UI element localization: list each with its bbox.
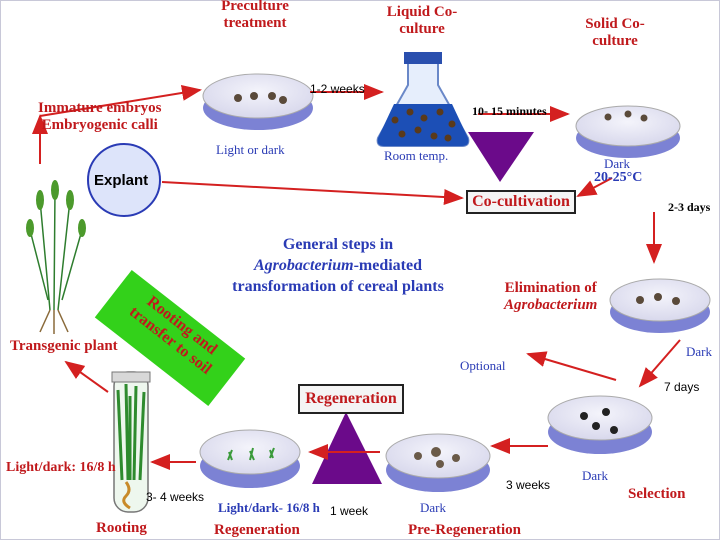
label-preculture: Preculture treatment — [221, 0, 289, 31]
dish-selection — [547, 395, 653, 454]
triangle-regeneration — [312, 412, 382, 484]
cocultivation-box: Co-cultivation — [466, 190, 576, 214]
transgenic-plant — [26, 180, 86, 334]
label-3-weeks: 3 weeks — [506, 478, 551, 492]
label-selection: Selection — [628, 486, 686, 502]
label-dark-3: Dark — [582, 468, 608, 483]
explant-label: Explant — [94, 172, 149, 189]
dish-preregeneration — [385, 433, 491, 492]
label-rooting: Rooting — [96, 520, 147, 536]
label-liquid: Liquid Co-culture — [386, 4, 458, 37]
flask — [376, 52, 470, 147]
label-light-dark-regen: Light/dark- 16/8 h — [218, 500, 320, 515]
label-temp: 20-25°C — [594, 170, 643, 185]
rooting-transfer-box — [94, 270, 246, 406]
label-dark-4: Dark — [420, 500, 446, 515]
label-3-4-weeks: 3- 4 weeks — [146, 490, 205, 504]
label-2-3-days: 2-3 days — [668, 200, 711, 214]
triangle-cocultivation — [468, 132, 534, 182]
dish-solid — [575, 105, 681, 158]
regeneration-box: Regeneration — [298, 384, 404, 414]
label-transgenic: Transgenic plant — [10, 338, 118, 354]
arrows — [32, 84, 681, 470]
label-solid: Solid Co-culture — [585, 16, 645, 49]
dish-regeneration — [199, 429, 301, 488]
test-tube — [111, 371, 151, 513]
label-7-days: 7 days — [664, 380, 700, 394]
label-regeneration: Regeneration — [214, 522, 300, 538]
label-dark-1: Dark — [604, 156, 630, 171]
label-1-week: 1 week — [330, 504, 369, 518]
label-dark-2: Dark — [686, 344, 712, 359]
label-optional: Optional — [460, 358, 506, 373]
dish-preculture — [202, 73, 314, 130]
explant-circle — [87, 143, 161, 217]
label-light-or-dark: Light or dark — [216, 142, 285, 157]
label-1-2-weeks: 1-2 weeks — [310, 82, 365, 96]
label-light-dark-rooting: Light/dark: 16/8 h — [6, 460, 116, 475]
label-preregeneration: Pre-Regeneration — [408, 522, 522, 538]
diagram-title: General steps in Agrobacterium-mediated … — [232, 236, 444, 295]
dish-elimination — [609, 278, 711, 333]
label-room-temp: Room temp. — [384, 148, 449, 163]
label-10-15-minutes: 10- 15 minutes — [472, 104, 547, 118]
